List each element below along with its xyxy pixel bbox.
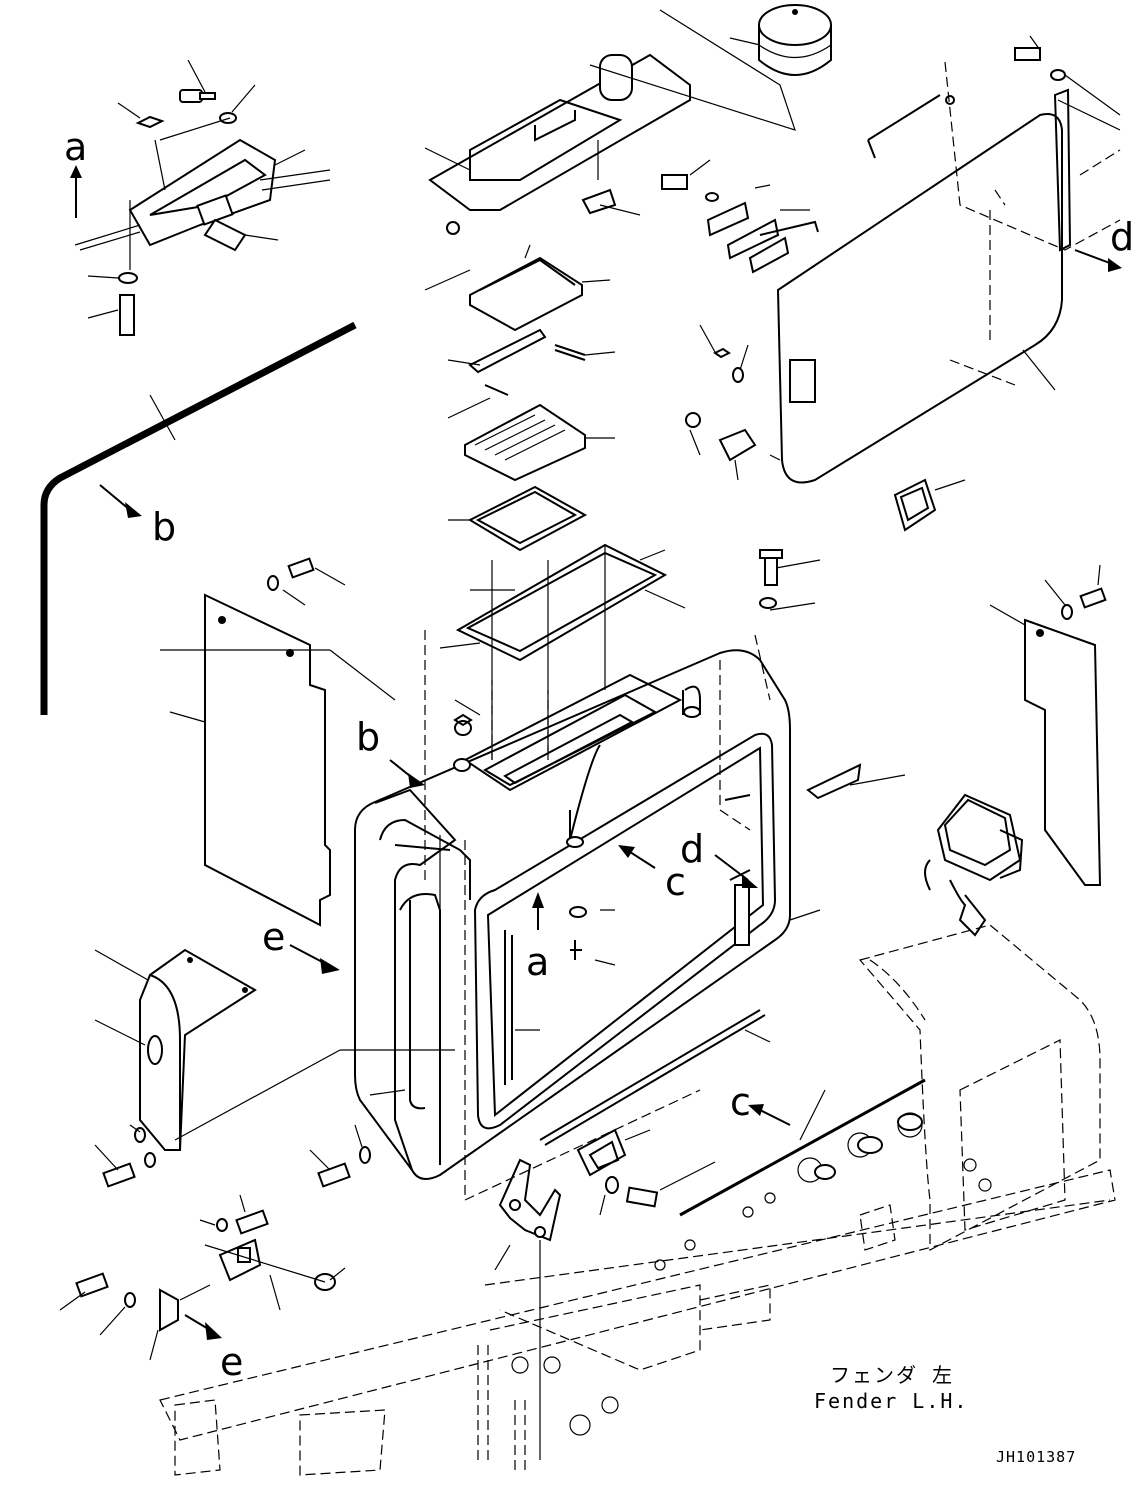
seal-strip: [40, 321, 357, 715]
label-e-housing: e: [262, 915, 285, 959]
right-side-panel: [989, 564, 1107, 886]
caption-japanese: フェンダ 左: [830, 1363, 954, 1387]
caption-english: Fender L.H.: [814, 1389, 968, 1413]
label-d-top: d: [1110, 215, 1134, 259]
striker-plate: [576, 549, 862, 1216]
filter-stack: [424, 140, 686, 760]
intake-cover: [424, 53, 691, 216]
fasteners: [59, 1124, 371, 1361]
fender-frame: [159, 924, 1116, 1476]
latch-assembly: [70, 59, 331, 336]
label-b-housing: b: [356, 715, 380, 759]
label-a-top: a: [64, 125, 87, 169]
mount-bracket: [494, 1158, 562, 1460]
left-side-panel: [160, 557, 396, 927]
pre-cleaner: [589, 4, 832, 131]
front-corner-cover: [94, 948, 455, 1151]
view-arrows: [289, 759, 826, 1141]
label-b-left: b: [152, 505, 176, 549]
label-d-housing: d: [680, 827, 704, 871]
label-c-housing: c: [665, 860, 686, 904]
label-c-frame: c: [730, 1080, 751, 1124]
label-a-housing: a: [526, 940, 549, 984]
door-panel: [661, 35, 1122, 532]
work-light: [924, 793, 1024, 937]
view-labels: a b d b d c e a c e フェンダ 左 Fender L.H. J…: [64, 125, 1134, 1466]
drawing-number: JH101387: [996, 1448, 1076, 1466]
main-housing: [354, 559, 906, 1201]
label-e-bracket: e: [220, 1340, 243, 1384]
